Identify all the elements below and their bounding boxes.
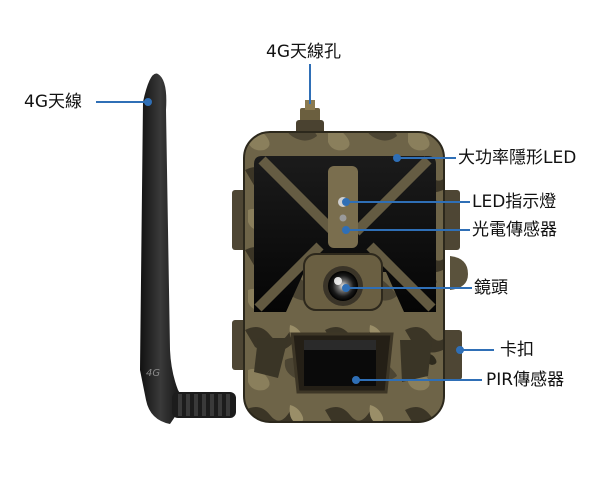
label-lens: 鏡頭 [474, 278, 508, 298]
antenna-body [140, 73, 185, 425]
antenna-port [296, 100, 324, 134]
leader-lens-dot [342, 284, 350, 292]
light-sensor [339, 214, 347, 222]
antenna: 4G [140, 73, 236, 425]
leader-indicator-led-dot [342, 198, 350, 206]
lens-housing [303, 253, 383, 311]
antenna-connector [172, 392, 236, 418]
leader-antenna-dot [144, 98, 152, 106]
leader-clip-dot [456, 346, 464, 354]
label-antenna: 4G天線 [24, 92, 82, 112]
leader-ir-led-dot [393, 154, 401, 162]
pir-window [254, 332, 432, 394]
leader-pir-dot [352, 376, 360, 384]
label-light-sensor: 光電傳感器 [472, 220, 557, 240]
label-antenna-port: 4G天線孔 [266, 42, 341, 62]
clip [440, 330, 462, 380]
label-ir-led: 大功率隱形LED [458, 148, 577, 168]
leader-light-sensor-dot [342, 226, 350, 234]
ir-led-panel [254, 156, 436, 312]
strap-loop [450, 256, 468, 290]
label-clip: 卡扣 [500, 340, 534, 360]
label-pir-sensor: PIR傳感器 [486, 370, 565, 390]
label-indicator-led: LED指示燈 [472, 192, 557, 212]
antenna-marking: 4G [146, 368, 160, 379]
